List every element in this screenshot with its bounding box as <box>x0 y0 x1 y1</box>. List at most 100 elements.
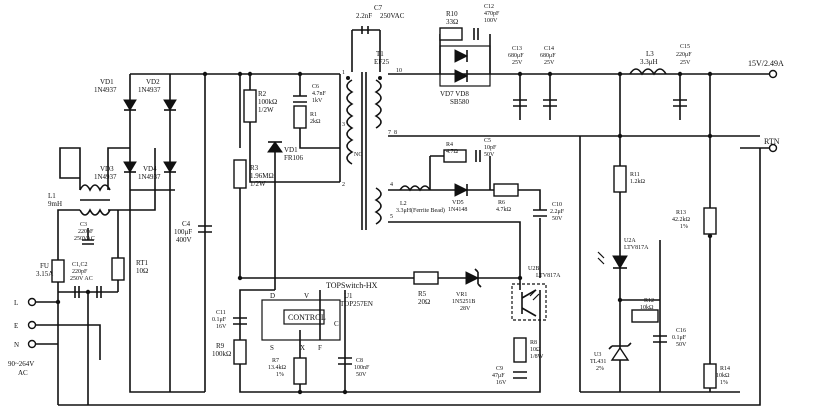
label-r8-rating: 1/8W <box>530 354 544 360</box>
label-vr1-name: VR1 <box>456 292 467 298</box>
capacitor-c6-symbol <box>293 95 307 103</box>
label-c4-rating: 400V <box>176 236 192 244</box>
label-u2b-name: U2B <box>528 266 539 272</box>
resistor-r11-symbol <box>613 165 627 193</box>
capacitor-c16-symbol <box>653 335 667 343</box>
capacitor-c11-symbol <box>233 317 247 325</box>
resistor-r6-symbol <box>493 183 519 197</box>
label-r11-value: 1.2kΩ <box>630 179 646 185</box>
capacitor-c12-symbol <box>473 28 479 40</box>
label-r8-value: 10Ω <box>530 347 541 353</box>
label-c11-rating: 16V <box>216 324 227 330</box>
t1-pin-8: 8 <box>394 130 397 136</box>
label-r2-value: 100kΩ <box>258 98 277 106</box>
capacitor-c3-symbol <box>82 228 94 245</box>
label-t1-value: EF25 <box>374 58 390 66</box>
label-c15-name: C15 <box>680 44 690 50</box>
label-c8-name: C8 <box>356 358 363 364</box>
resistor-r14-symbol <box>703 363 717 389</box>
label-c6-value: 4.7nF <box>312 91 327 97</box>
label-vd4-name: VD4 <box>143 165 157 173</box>
t1-pin-2: 2 <box>342 182 345 188</box>
label-c3-value: 220pF <box>78 229 94 235</box>
label-c1c2-name: C1,C2 <box>72 262 88 268</box>
schottky-diodes-symbol <box>439 45 491 87</box>
input-label-e: E <box>14 322 18 330</box>
capacitor-c4-symbol <box>198 225 212 233</box>
resistor-r3-symbol <box>233 159 247 189</box>
label-r14-value: 10kΩ <box>716 373 730 379</box>
label-r11-name: R11 <box>630 172 640 178</box>
label-c6-name: C6 <box>312 84 319 90</box>
label-l1-value: 9mH <box>48 200 62 208</box>
resistor-r1-symbol <box>293 105 307 129</box>
label-vd2-name: VD2 <box>146 78 160 86</box>
label-r7-value: 13.4kΩ <box>268 365 287 371</box>
label-r5-name: R5 <box>418 290 427 298</box>
input-label-l: L <box>14 299 18 307</box>
label-vd7vd8-value: SB580 <box>450 98 470 106</box>
label-fu-name: FU <box>40 262 49 270</box>
label-c3-name: C3 <box>80 222 87 228</box>
input-terminal-l <box>27 297 37 307</box>
label-fu-value: 3.15A <box>36 270 53 278</box>
t1-pin-nc: NC <box>354 152 362 158</box>
label-c12-value: 470pF <box>484 11 500 17</box>
label-r13-rating: 1% <box>680 224 688 230</box>
label-c9-value: 47μF <box>492 373 505 379</box>
ic-pin-d: D <box>270 292 275 300</box>
thermistor-symbol <box>111 257 125 281</box>
label-r9-value: 100kΩ <box>212 350 231 358</box>
label-c15-rating: 25V <box>680 60 691 66</box>
label-c6-rating: 1kV <box>312 98 323 104</box>
label-r6-name: R6 <box>498 200 505 206</box>
ic-pin-x: X <box>300 344 305 352</box>
label-c9-name: C9 <box>496 366 503 372</box>
resistor-r8-symbol <box>513 337 527 363</box>
diode-vd5-symbol <box>454 183 469 197</box>
t1-pin-10: 10 <box>396 68 402 74</box>
label-t1-name: T1 <box>376 50 384 58</box>
label-c13-name: C13 <box>512 46 522 52</box>
diode-fr106-symbol <box>267 141 283 153</box>
label-u3-rating: 2% <box>596 366 604 372</box>
label-r10-value: 33Ω <box>446 18 458 26</box>
ic-control-label: CONTROL <box>288 313 326 322</box>
optocoupler-u2a-symbol <box>597 251 628 269</box>
label-rt1-name: RT1 <box>136 259 149 267</box>
t1-pin-5: 5 <box>390 214 393 220</box>
label-vd1-name: VD1 <box>100 78 114 86</box>
capacitor-c10-symbol <box>533 209 547 217</box>
ic-family-title: TOPSwitch-HX <box>326 281 378 290</box>
label-l3-name: L3 <box>646 50 654 58</box>
label-r4-name: R4 <box>446 142 453 148</box>
resistor-r10-symbol <box>439 27 463 41</box>
resistor-r2-symbol <box>243 89 257 123</box>
capacitor-c5-symbol <box>475 150 481 162</box>
ic-pin-f: F <box>318 344 322 352</box>
label-c8-value: 100nF <box>354 365 370 371</box>
label-c14-rating: 25V <box>544 60 555 66</box>
label-c16-value: 0.1μF <box>672 335 687 341</box>
label-r1-name: R1 <box>310 112 317 118</box>
label-r5-value: 20Ω <box>418 298 430 306</box>
output-label-rtn: RTN <box>764 137 780 146</box>
label-r13-value: 42.2kΩ <box>672 217 691 223</box>
label-u3-name: U3 <box>594 352 601 358</box>
optocoupler-u2b-symbol <box>511 283 547 321</box>
resistor-r13-symbol <box>703 207 717 235</box>
ic-pin-c: C <box>334 320 339 328</box>
label-r4-value: 4.7Ω <box>446 149 459 155</box>
label-c13-rating: 25V <box>512 60 523 66</box>
label-c10-value: 2.2μF <box>550 209 565 215</box>
label-r14-name: R14 <box>720 366 730 372</box>
label-vd1-value: 1N4937 <box>94 86 117 94</box>
label-c7-value: 2.2nF <box>356 12 372 20</box>
label-u3-value: TL431 <box>590 359 606 365</box>
label-vd1b-name: VD1 <box>284 146 298 154</box>
input-terminal-n <box>27 339 37 349</box>
t1-pin-4: 4 <box>390 182 393 188</box>
label-r12-value: 10kΩ <box>640 305 654 311</box>
resistor-r9-symbol <box>233 339 247 365</box>
